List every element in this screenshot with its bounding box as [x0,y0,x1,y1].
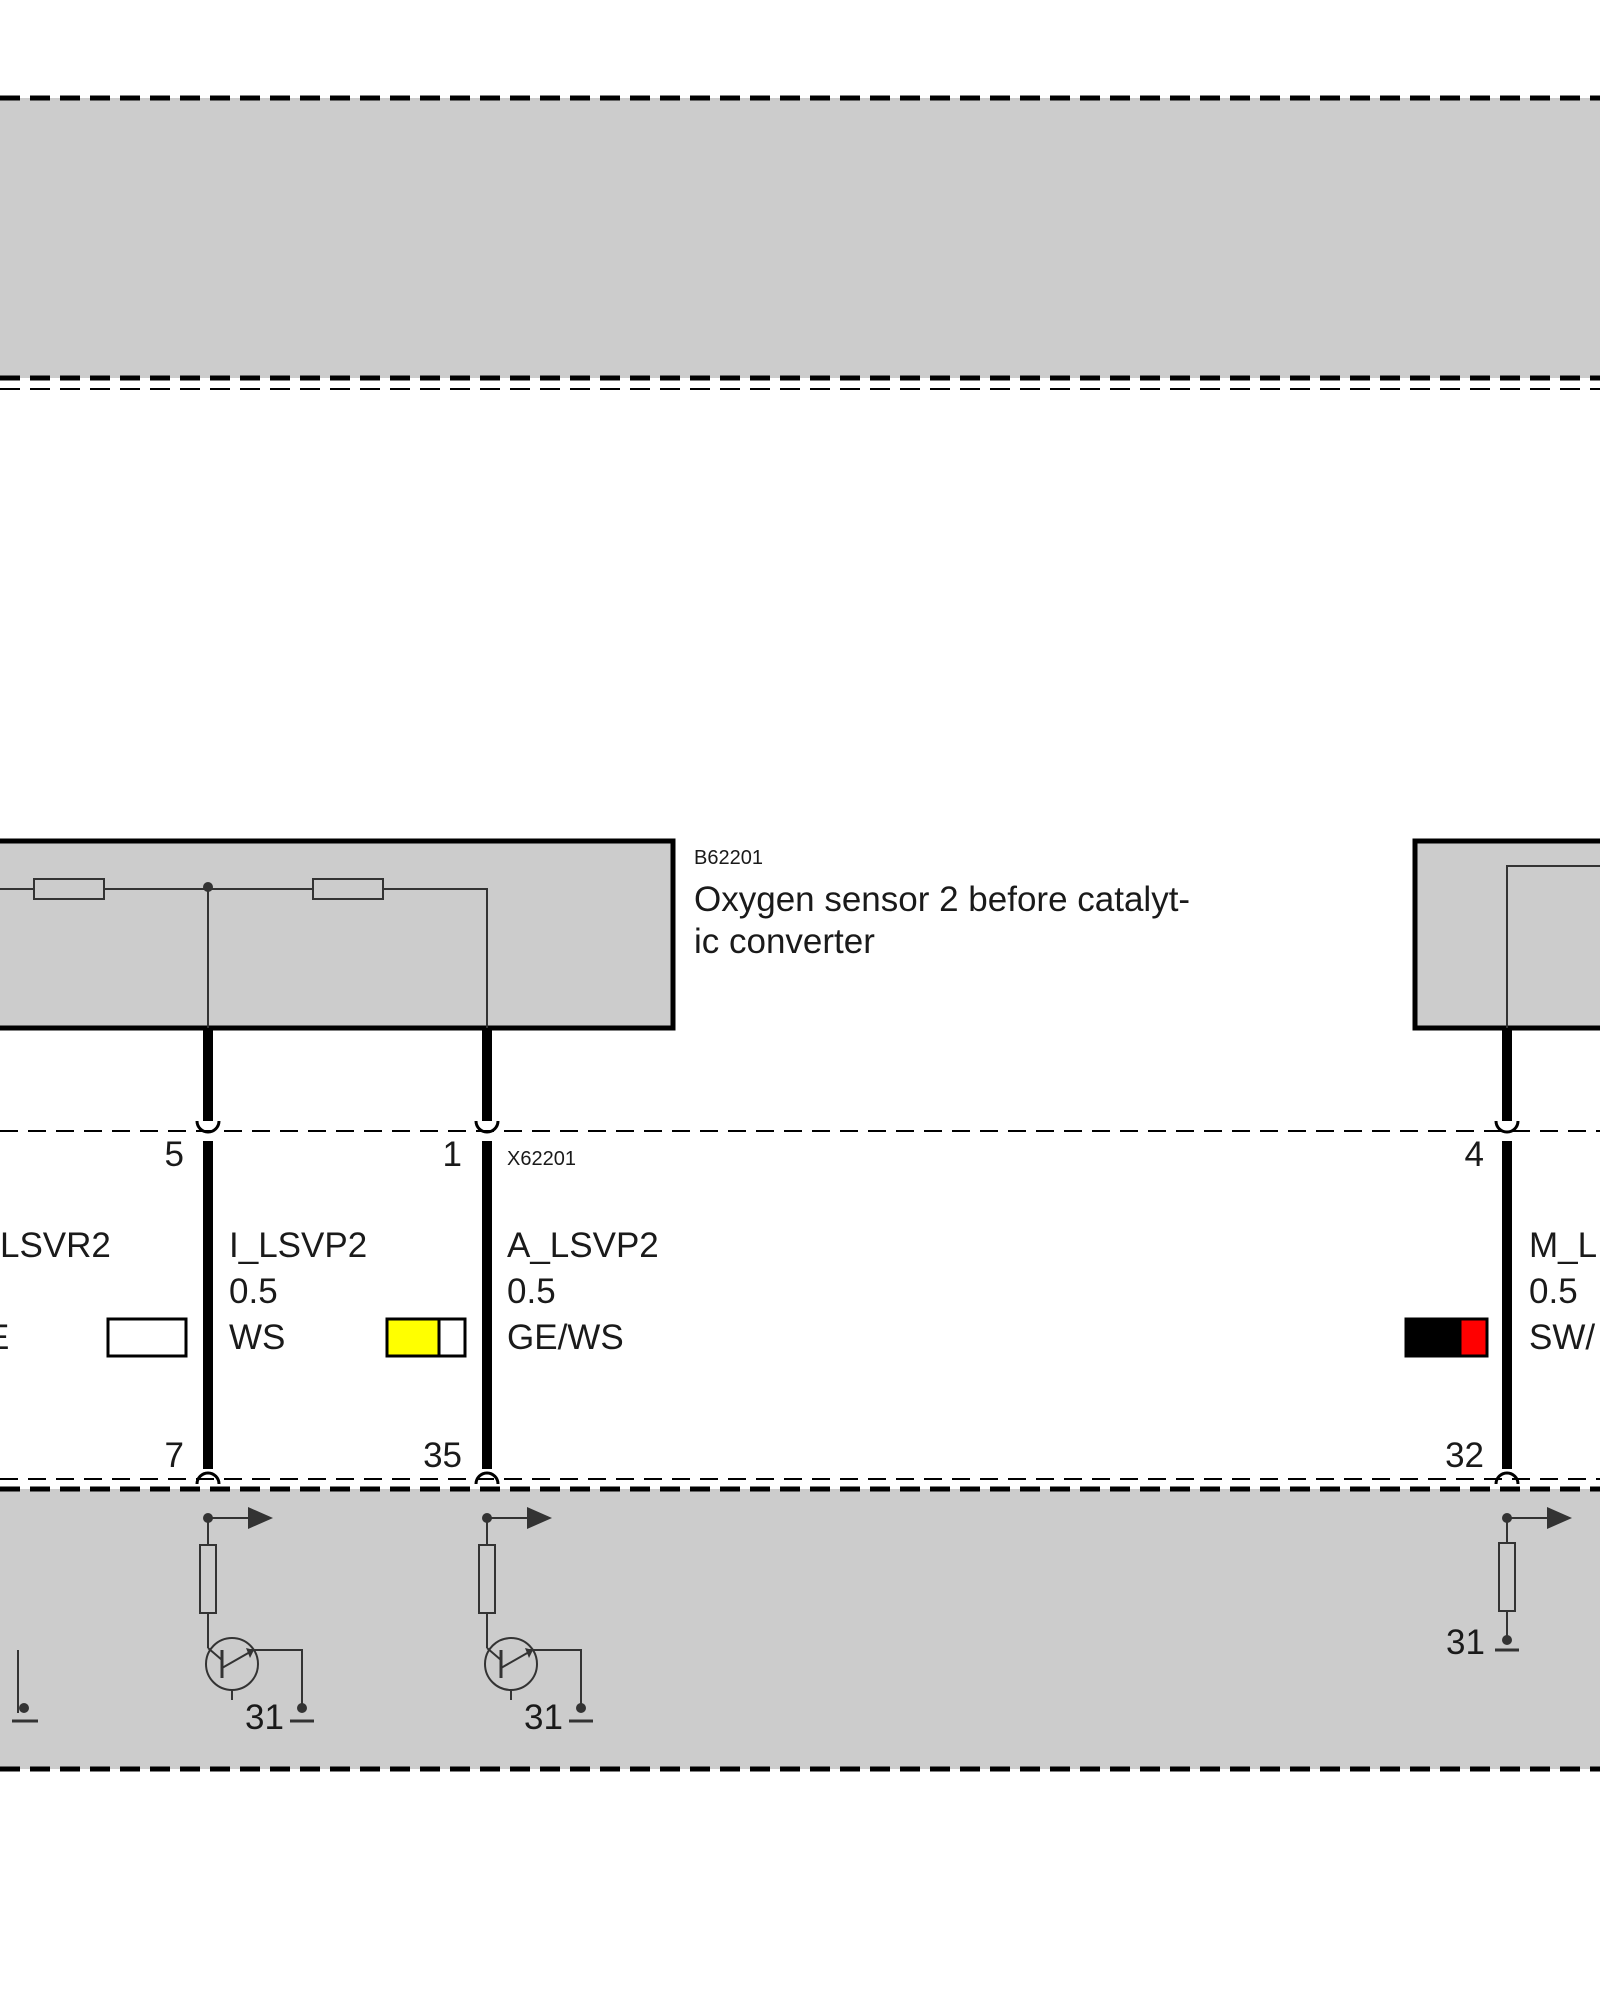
transistor-circuit-1 [199,1507,314,1723]
bottom-module-block [0,1478,1600,1772]
wire-signal-name: M_L [1529,1226,1597,1265]
left-ground-stub [12,1650,38,1723]
color-swatch-ge-ws [385,1317,467,1358]
right-sensor-block [1412,838,1600,1031]
wire-size: 0.5 [229,1272,278,1311]
sensor-title-line1: Oxygen sensor 2 before catalyt- [694,880,1190,919]
wire-m-l [1494,1028,1520,1485]
wire-a-lsvp2 [474,1028,500,1485]
wire-size: 0.5 [507,1272,556,1311]
pin-number: 7 [165,1436,184,1475]
wire-signal-name: A_LSVP2 [507,1226,659,1265]
connector-id: X62201 [507,1148,576,1170]
resistor-ground-circuit [1495,1507,1572,1652]
ground-label: 31 [245,1698,284,1737]
pin-number: 35 [423,1436,462,1475]
wire-signal-name: LSVR2 [0,1226,111,1265]
wire-i-lsvp2 [195,1028,221,1485]
color-swatch-ws [106,1317,188,1358]
transistor-circuit-2 [478,1507,593,1723]
wire-color-code: E [0,1318,9,1357]
ground-label: 31 [524,1698,563,1737]
wire-signal-name: I_LSVP2 [229,1226,367,1265]
wire-color-code: SW/ [1529,1318,1595,1357]
wire-color-code: WS [229,1318,285,1357]
color-swatch-sw-rt [1404,1317,1489,1358]
pin-number: 32 [1445,1436,1484,1475]
pin-number: 4 [1465,1135,1484,1174]
wire-color-code: GE/WS [507,1318,624,1357]
pin-number: 5 [165,1135,184,1174]
sensor-id: B62201 [694,847,763,869]
sensor-title-line2: ic converter [694,922,875,961]
ground-label: 31 [1446,1623,1485,1662]
top-module-block [0,95,1600,390]
oxygen-sensor-block [0,838,676,1031]
pin-number: 1 [443,1135,462,1174]
wire-size: 0.5 [1529,1272,1578,1311]
